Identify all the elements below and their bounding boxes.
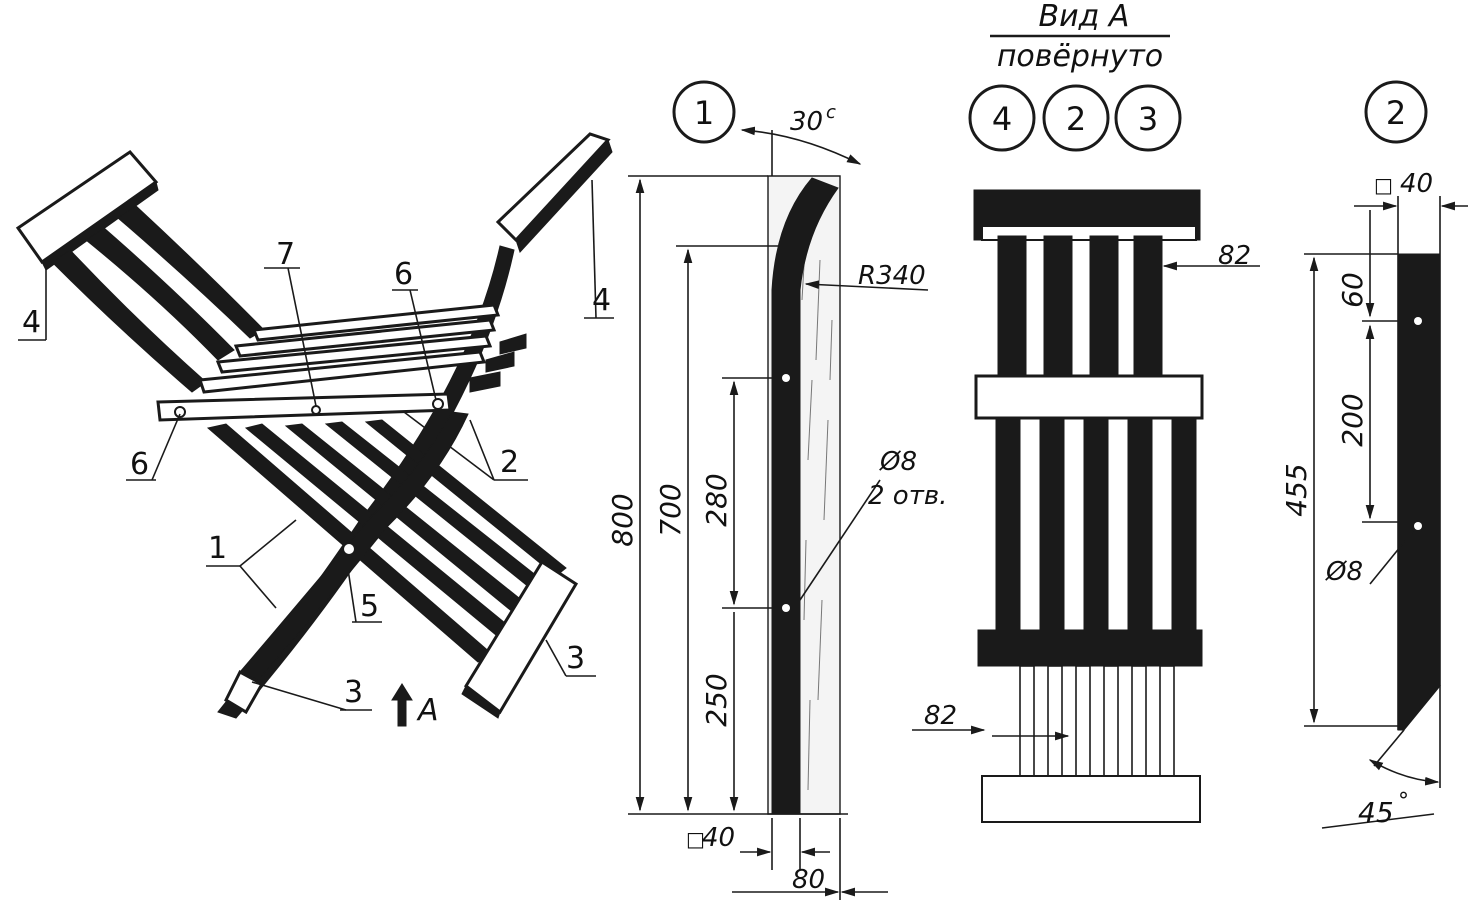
label-part-4-left: 4 — [22, 305, 41, 340]
label-part-2: 2 — [500, 445, 519, 480]
dim-455: 455 — [1280, 463, 1313, 516]
view-a-number-3: 3 — [1138, 100, 1158, 138]
angle-30-unit: c — [826, 102, 836, 123]
leader-lines — [18, 179, 614, 711]
part-2-drawing — [1397, 253, 1442, 731]
angle-45-unit: ° — [1398, 789, 1409, 814]
view-a-drawing — [973, 189, 1204, 823]
back-board-right-edge — [515, 139, 613, 253]
label-part-1: 1 — [208, 531, 227, 566]
view-a-title: Вид А — [1039, 0, 1130, 34]
part-2-circle — [1364, 80, 1428, 144]
part-2-dims — [1304, 196, 1468, 829]
square-symbol-2: □ — [1374, 173, 1393, 197]
hole-count-label: 2 отв. — [868, 481, 947, 511]
seat-front-rail — [156, 392, 452, 422]
dim-40-leg: 40 — [702, 823, 735, 853]
dim-800: 800 — [606, 493, 639, 546]
label-part-7: 7 — [276, 237, 295, 272]
part-2-number: 2 — [1386, 94, 1406, 132]
dim-82-top: 82 — [1218, 241, 1251, 271]
back-board-left-edge — [41, 181, 159, 271]
label-part-6-left: 6 — [130, 447, 149, 482]
view-a-circle-4 — [968, 84, 1036, 152]
part-1-circle — [672, 80, 736, 144]
part-1-dims — [628, 126, 929, 900]
arrow-view-a — [391, 683, 413, 727]
part-1-number: 1 — [694, 94, 714, 132]
view-a-number-4: 4 — [992, 100, 1012, 138]
view-a-dims — [912, 261, 1260, 741]
chair-isometric — [15, 132, 614, 727]
part-1-leg — [771, 177, 839, 815]
dim-80: 80 — [792, 865, 825, 895]
part-1-detail — [672, 80, 841, 815]
dim-82-bottom: 82 — [924, 701, 957, 731]
label-part-6-top: 6 — [394, 257, 413, 292]
label-view-a: А — [416, 693, 439, 728]
view-a-subtitle: повёрнуто — [997, 39, 1163, 74]
dim-40-bar: 40 — [1400, 169, 1433, 199]
label-part-4-right: 4 — [592, 283, 611, 318]
dim-280: 280 — [700, 473, 733, 526]
dim-250: 250 — [700, 673, 733, 726]
hinge-bolt — [342, 542, 356, 556]
seat-slats — [197, 303, 527, 394]
view-a-circle-3 — [1114, 84, 1182, 152]
label-part-3-right: 3 — [566, 641, 585, 676]
dim-200: 200 — [1336, 393, 1369, 446]
wood-grain — [801, 229, 833, 791]
dim-60: 60 — [1336, 272, 1369, 308]
angle-45: 45 — [1358, 796, 1394, 829]
dim-700: 700 — [654, 483, 687, 536]
view-a-circle-2 — [1042, 84, 1110, 152]
hole-diameter-label: Ø8 — [879, 447, 917, 477]
label-part-3-bottom: 3 — [344, 675, 363, 710]
back-slats — [51, 205, 265, 393]
square-symbol-1: □ — [686, 827, 705, 851]
angle-30: 30 — [790, 107, 823, 137]
radius-label: R340 — [858, 261, 926, 291]
hole-diameter-2: Ø8 — [1325, 557, 1363, 587]
label-part-5: 5 — [360, 589, 379, 624]
view-a-number-2: 2 — [1066, 100, 1086, 138]
